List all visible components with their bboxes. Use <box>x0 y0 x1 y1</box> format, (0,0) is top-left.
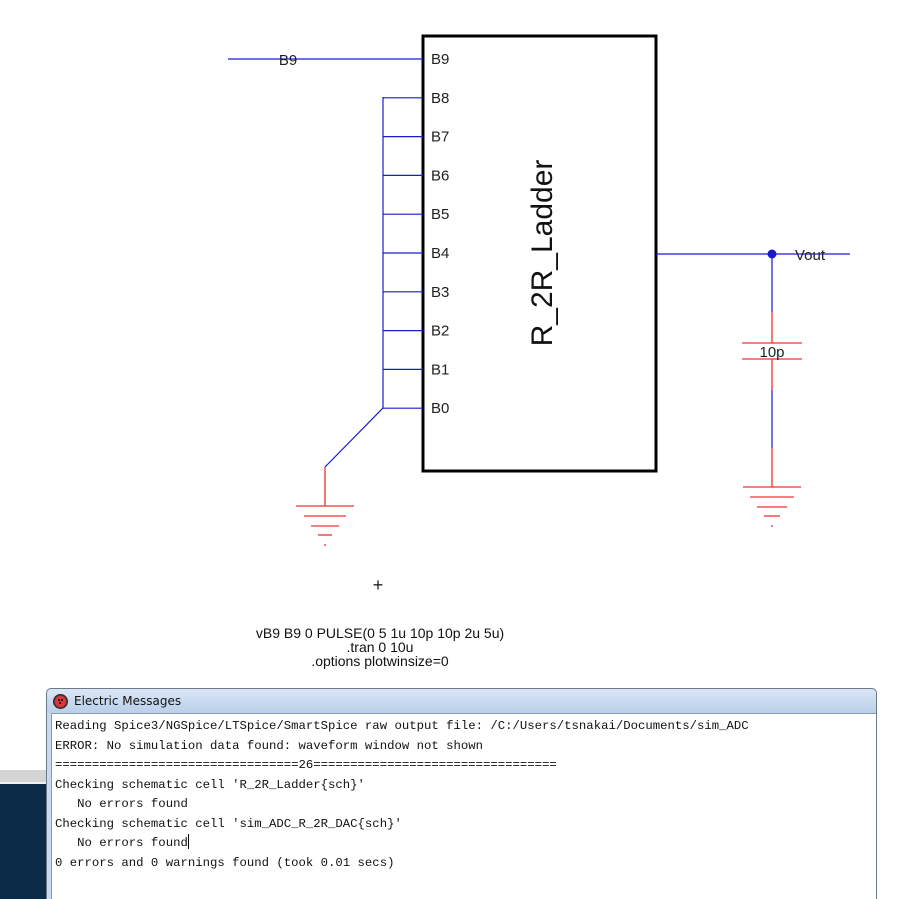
spice-command-2[interactable]: .options plotwinsize=0 <box>311 653 449 669</box>
cell-instance-name: R_2R_Ladder <box>526 160 559 347</box>
capacitor-symbol[interactable] <box>742 312 802 390</box>
net-label-vout: Vout <box>795 247 826 264</box>
cross-marker[interactable]: + <box>373 575 384 595</box>
ground-symbol-left[interactable] <box>296 467 354 546</box>
messages-text-area[interactable]: Reading Spice3/NGSpice/LTSpice/SmartSpic… <box>51 713 876 899</box>
pin-label-b5: B5 <box>431 206 449 223</box>
wire-to-ground[interactable] <box>324 407 384 468</box>
message-line: Checking schematic cell 'R_2R_Ladder{sch… <box>55 777 365 792</box>
message-line-text: Checking schematic cell 'sim_ADC_R_2R_DA… <box>55 816 402 831</box>
message-line: No errors found <box>55 797 188 811</box>
pin-label-b1: B1 <box>431 361 449 378</box>
message-line-text: No errors found <box>55 836 188 850</box>
pin-label-b2: B2 <box>431 323 449 340</box>
message-line: Checking schematic cell 'sim_ADC_R_2R_DA… <box>55 815 876 835</box>
messages-window-titlebar[interactable]: Electric Messages <box>47 689 876 713</box>
background-window-divider <box>0 782 46 784</box>
capacitor-value: 10p <box>759 344 784 361</box>
pin-label-b6: B6 <box>431 167 449 184</box>
message-line: Reading Spice3/NGSpice/LTSpice/SmartSpic… <box>55 719 749 733</box>
background-window-fragment <box>0 770 46 784</box>
spice-command-0[interactable]: vB9 B9 0 PULSE(0 5 1u 10p 10p 2u 5u) <box>255 625 505 641</box>
message-line: No errors found <box>55 834 876 854</box>
message-line: =================================26=====… <box>55 758 557 772</box>
electric-app-icon <box>53 693 68 709</box>
text-cursor <box>187 834 189 849</box>
ground-symbol-right[interactable] <box>743 448 801 527</box>
pin-label-b0: B0 <box>431 400 449 417</box>
messages-window[interactable]: Electric Messages Reading Spice3/NGSpice… <box>46 688 877 899</box>
pin-label-b3: B3 <box>431 284 449 301</box>
pin-label-b8: B8 <box>431 90 449 107</box>
pin-label-b4: B4 <box>431 245 449 262</box>
spice-command-1[interactable]: .tran 0 10u <box>346 639 414 655</box>
background-window-panel <box>0 784 46 899</box>
messages-window-title: Electric Messages <box>74 694 182 708</box>
message-line: ERROR: No simulation data found: wavefor… <box>55 738 484 753</box>
pin-label-b7: B7 <box>431 129 449 146</box>
pin-label-b9: B9 <box>431 51 449 68</box>
message-line: 0 errors and 0 warnings found (took 0.01… <box>55 855 395 870</box>
net-label-b9: B9 <box>279 52 297 69</box>
